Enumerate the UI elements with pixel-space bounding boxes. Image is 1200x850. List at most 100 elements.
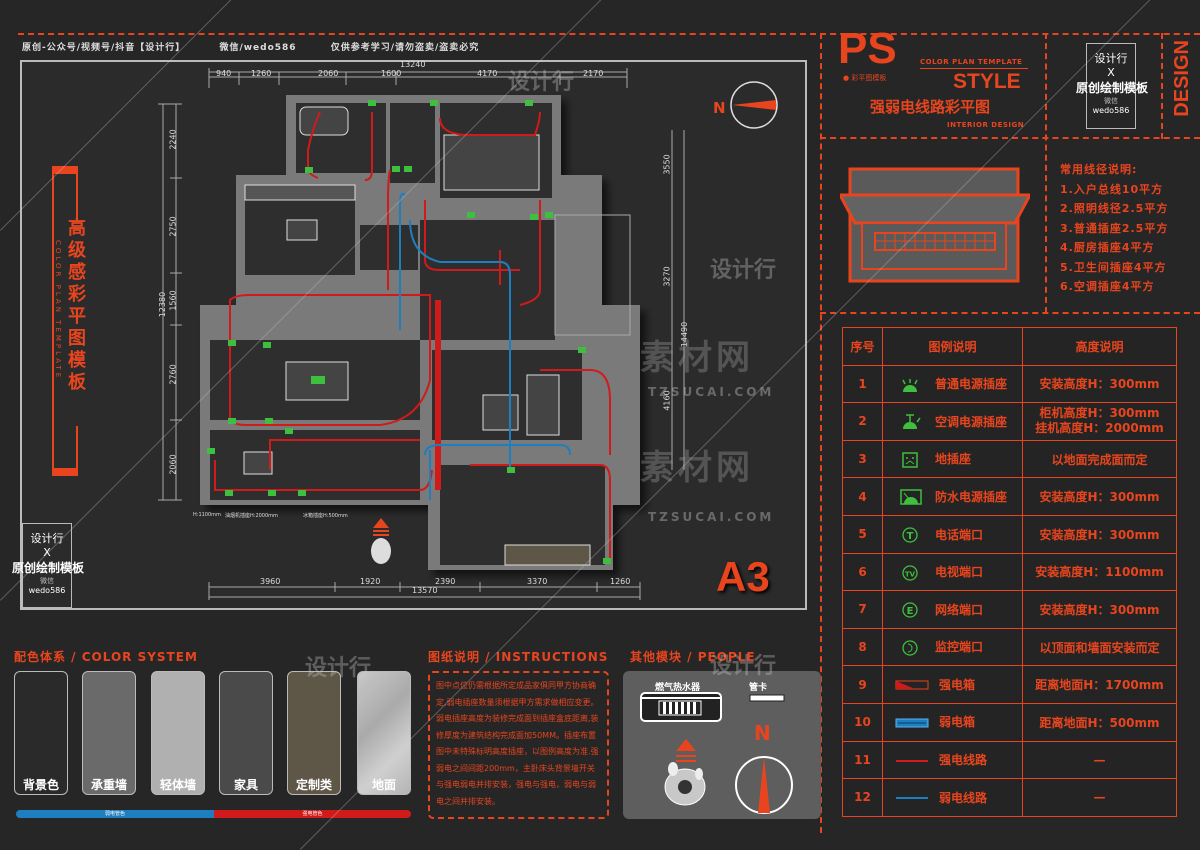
dim-top: 2060 — [318, 69, 339, 78]
row-legend: 监控端口 — [882, 627, 1023, 667]
color-plan-template-label: COLOR PLAN TEMPLATE — [920, 58, 1023, 66]
brand-tagline: 原创绘制模板 — [11, 561, 84, 575]
brand-x: X — [43, 546, 51, 559]
row-no: 5 — [842, 514, 883, 554]
row-height: — — [1022, 778, 1177, 817]
row-no: 7 — [842, 590, 883, 629]
row-height: 安装高度H：300mm — [1022, 590, 1177, 629]
wire-spec-item: 2.照明线径2.5平方 — [1060, 202, 1169, 215]
people-illustrations — [640, 692, 793, 814]
side-banner-subtitle: COLOR PLAN TEMPLATE — [54, 240, 62, 381]
row-label: 普通电源插座 — [935, 377, 1008, 392]
network-port-icon: E — [902, 602, 918, 618]
pipe-card-icon — [749, 694, 785, 702]
weak-box-icon — [895, 718, 929, 728]
svg-text:T: T — [907, 531, 914, 542]
row-legend: E 网络端口 — [882, 590, 1023, 629]
dim-left-total: 12380 — [158, 291, 168, 318]
row-no: 4 — [842, 477, 883, 516]
brand-box-right: 设计行 X 原创绘制模板 微信 wedo586 — [1076, 43, 1148, 129]
instructions-title: 图纸说明 / INSTRUCTIONS — [428, 650, 609, 664]
row-no: 6 — [842, 552, 883, 592]
strong-electric-lines — [214, 111, 611, 560]
compass-icon — [735, 756, 793, 814]
entrance-arrow — [373, 518, 389, 528]
plan-label: 油烟机插座H:2000mm — [225, 513, 278, 519]
header-social: 原创-公众号/视频号/抖音【设计行】 — [22, 43, 186, 53]
row-legend: 强电线路 — [882, 740, 1023, 780]
weak-line-icon — [896, 797, 928, 800]
watermark: TZSUCAI.COM — [648, 385, 775, 399]
furniture — [243, 106, 591, 566]
dim-bottom: 1260 — [610, 577, 631, 586]
row-label: 强电线路 — [939, 753, 988, 768]
water-heater-icon — [640, 692, 722, 722]
person-figure — [371, 538, 391, 564]
divider — [820, 312, 1200, 314]
color-system-title: 配色体系 / COLOR SYSTEM — [14, 650, 198, 664]
swatch-floor: 地面 — [357, 671, 411, 795]
row-label: 弱电线路 — [939, 790, 988, 805]
people-title: 其他模块 / PEOPLE — [630, 650, 756, 664]
swatch-bearing-wall: 承重墙 — [82, 671, 136, 795]
wire-spec-item: 3.普通插座2.5平方 — [1060, 221, 1169, 235]
watermark: 设计行 — [508, 70, 575, 95]
row-height: 安装高度H：300mm — [1022, 477, 1177, 516]
dim-right: 3270 — [662, 266, 672, 287]
brand-wechat-label: 微信 — [1104, 97, 1118, 105]
row-height: 距离地面H：1700mm — [1022, 665, 1177, 704]
row-label: 网络端口 — [935, 602, 984, 617]
swatch-furniture: 家具 — [219, 671, 273, 795]
wire-spec-item: 5.卫生间插座4平方 — [1060, 260, 1167, 274]
pipe-card-label: 管卡 — [749, 683, 768, 693]
header-wechat: 微信/wedo586 — [219, 43, 297, 53]
row-legend: T 电话端口 — [882, 514, 1023, 554]
dim-top: 1260 — [251, 69, 272, 78]
dim-left: 1560 — [168, 290, 178, 311]
dim-bottom-total: 13570 — [412, 586, 438, 595]
header-height: 高度说明 — [1022, 327, 1177, 366]
divider — [920, 68, 1028, 69]
row-label: 电话端口 — [935, 527, 984, 542]
swatch-custom: 定制类 — [287, 671, 341, 795]
dim-bottom: 2390 — [435, 577, 456, 586]
row-no: 8 — [842, 627, 883, 667]
floor-outlet-icon — [902, 452, 918, 468]
side-banner-title: 高级感彩平图模板 — [68, 218, 86, 393]
weak-electric-lines — [399, 192, 571, 500]
dim-bottom: 3960 — [260, 577, 281, 586]
brand-name: 设计行 — [1094, 52, 1128, 65]
row-no: 11 — [842, 740, 883, 780]
row-no: 2 — [842, 402, 883, 441]
watermark: 设计行 — [305, 656, 372, 681]
swatch-background: 背景色 — [14, 671, 68, 795]
row-height-line: 柜机高度H：300mm — [1039, 406, 1160, 421]
floor-plan-drawing — [158, 68, 778, 600]
strong-line-icon — [896, 759, 928, 762]
plan-label: H:1100mm — [193, 512, 221, 518]
header-divider — [18, 33, 816, 35]
brand-name: 设计行 — [30, 532, 64, 545]
dim-top: 1600 — [381, 69, 402, 78]
header-no: 序号 — [842, 327, 883, 366]
row-no: 9 — [842, 665, 883, 704]
title-block — [820, 33, 1200, 139]
svg-text:E: E — [907, 606, 914, 617]
table-row: 7 E 网络端口 安装高度H：300mm — [842, 590, 1177, 629]
dim-right: 3550 — [662, 154, 672, 175]
row-height: 以地面完成面而定 — [1022, 439, 1177, 479]
watermark: 设计行 — [710, 258, 777, 283]
brand-wechat-id: wedo586 — [28, 586, 66, 595]
socket-markers — [207, 100, 611, 564]
wire-spec-item: 1.入户总线10平方 — [1060, 182, 1164, 196]
